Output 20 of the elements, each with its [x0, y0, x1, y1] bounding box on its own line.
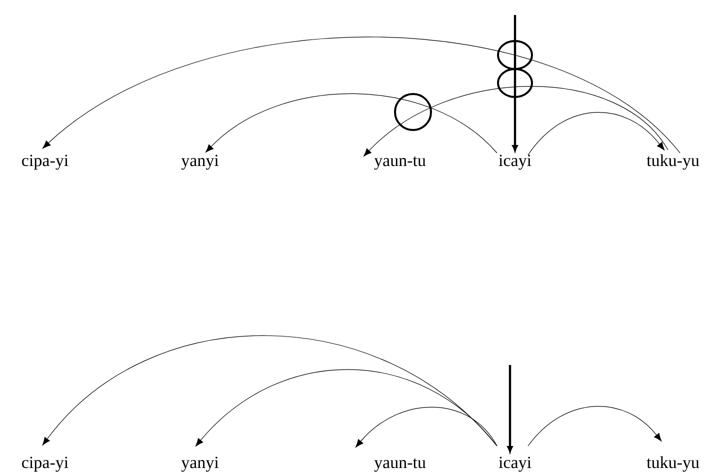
- arrow: [512, 15, 518, 152]
- word-label: icayi: [498, 154, 532, 170]
- word-label: yanyi: [181, 154, 219, 170]
- word-label: cipa-yi: [22, 456, 68, 472]
- word-label: tuku-yu: [646, 456, 700, 472]
- arrow: [42, 335, 498, 446]
- arrow: [528, 406, 662, 446]
- arrow: [507, 365, 513, 452]
- arrow: [364, 86, 668, 156]
- word-label: yaun-tu: [374, 156, 426, 170]
- arrow: [42, 36, 680, 154]
- word-label: icayi: [498, 456, 532, 472]
- arrow: [206, 93, 498, 154]
- word-label: yanyi: [181, 456, 219, 472]
- arrow: [528, 112, 665, 156]
- word-label: tuku-yu: [646, 154, 700, 170]
- arrow: [355, 406, 498, 448]
- arrow: [195, 369, 498, 446]
- word-label: cipa-yi: [22, 154, 68, 170]
- word-label: yaun-tu: [374, 458, 426, 472]
